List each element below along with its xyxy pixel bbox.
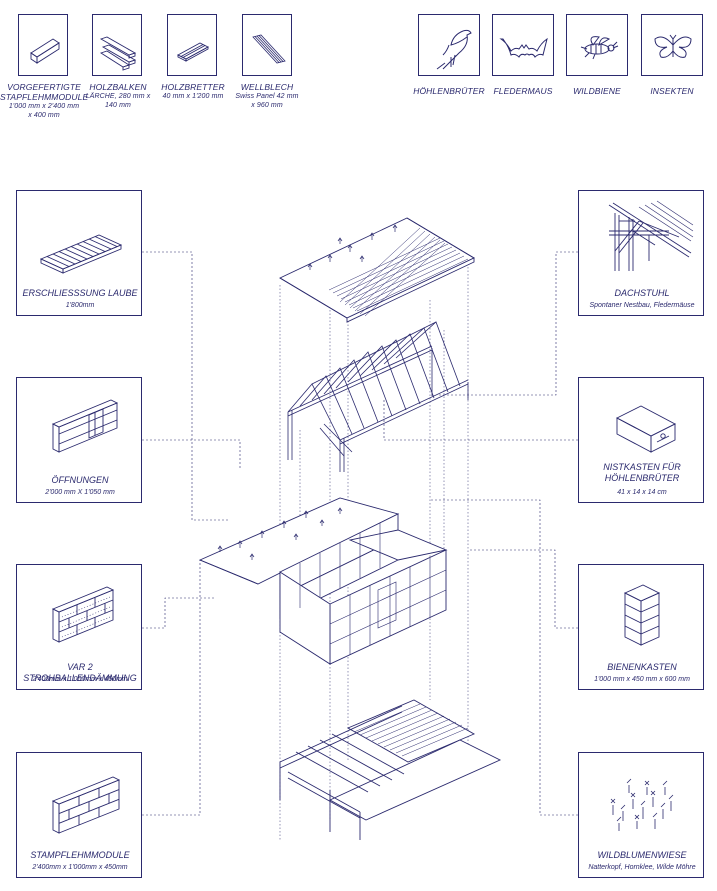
species-tile-bee — [566, 14, 628, 76]
material-spec-2: x 400 mm — [28, 112, 60, 119]
nest-box-icon — [616, 405, 676, 453]
panel-spec: 1'800mm — [65, 302, 95, 309]
material-spec-2: x 960 mm — [251, 102, 283, 109]
wall-modules — [279, 513, 448, 665]
panel-title: STAMPFLEHMMODULE — [30, 850, 130, 860]
right-panel-roof-truss: DACHSTUHL Spontaner Nestbau, Fledermäuse — [578, 190, 704, 316]
panel-title-line-2: HÖHLENBRÜTER — [604, 473, 680, 483]
wildflower-meadow-icon — [610, 778, 674, 831]
material-tile-corrugated — [242, 14, 292, 76]
panel-title: ERSCHLIESSSUNG LAUBE — [22, 288, 138, 298]
material-tile-boards — [167, 14, 217, 76]
species-tile-bat — [492, 14, 554, 76]
butterfly-icon — [654, 34, 692, 58]
deck-boards — [353, 703, 469, 757]
left-panel-walkway: ERSCHLIESSSUNG LAUBE 1'800mm — [16, 190, 142, 316]
material-spec-2: 140 mm — [105, 102, 131, 109]
panel-spec: Spontaner Nestbau, Fledermäuse — [589, 302, 695, 309]
species-label-butterfly: INSEKTEN — [650, 86, 694, 96]
material-title: WELLBLECH — [240, 82, 294, 92]
wall-joints — [299, 523, 447, 655]
left-panel-straw-insulation: VAR 2 STROHBALLENDÄMMUNG 2'400mm x 1'000… — [16, 564, 142, 690]
panel-title: ÖFFNUNGEN — [51, 475, 109, 485]
right-panel-bee-box: BIENENKASTEN 1'000 mm x 450 mm x 600 mm — [578, 564, 704, 690]
wood-boards-icon — [177, 42, 209, 62]
material-title: VORGEFERTIGTE — [7, 82, 81, 92]
material-spec: 40 mm x 1'200 mm — [162, 93, 224, 100]
material-label-prefab: VORGEFERTIGTE STAPFLEHMMODULE 1'000 mm x… — [0, 82, 88, 120]
panel-spec: 1'000 mm x 450 mm x 600 mm — [594, 676, 690, 683]
species-label-bat: FLEDERMAUS — [493, 86, 553, 96]
material-label-beams: HOLZBALKEN LÄRCHE, 280 mm x 140 mm — [80, 82, 156, 110]
panel-spec: 2'400mm x 1'000mm x 450mm — [32, 864, 128, 871]
species-label-bee: WILDBIENE — [573, 86, 621, 96]
panel-spec: 41 x 14 x 14 cm — [617, 489, 667, 496]
material-title-2: STAPFLEHMMODULE — [0, 92, 89, 102]
panel-title: VAR 2 STROHBALLENDÄMMUNG — [23, 662, 137, 683]
right-panel-nest-box: NISTKASTEN FÜR HÖHLENBRÜTER 41 x 14 x 14… — [578, 377, 704, 503]
material-label-corrugated: WELLBLECH Swiss Panel 42 mm x 960 mm — [229, 82, 305, 110]
corrugated-sheet-icon — [252, 34, 286, 64]
panel-title: DACHSTUHL — [614, 288, 670, 298]
roof-truss-icon — [608, 200, 694, 271]
truss-layer — [287, 321, 469, 472]
leader-lines — [142, 251, 578, 816]
left-panel-rammed-earth: STAMPFLEHMMODULE 2'400mm x 1'000mm x 450… — [16, 752, 142, 878]
roof-plants — [307, 224, 398, 270]
material-title: HOLZBALKEN — [89, 82, 147, 92]
material-label-boards: HOLZBRETTER 40 mm x 1'200 mm — [155, 82, 231, 101]
species-tile-butterfly — [641, 14, 703, 76]
right-panel-wildflower: WILDBLUMENWIESE Natterkopf, Hornklee, Wi… — [578, 752, 704, 878]
panel-spec: 2'400mm x 1'000mm x 450mm — [32, 676, 128, 683]
wood-beams-icon — [99, 36, 137, 71]
panel-spec: 2'000 mm X 1'050 mm — [45, 489, 115, 496]
panel-title: WILDBLUMENWIESE — [597, 850, 687, 860]
walkway-deck-icon — [39, 234, 123, 274]
species-label-bird: HÖHLENBRÜTER — [413, 86, 485, 96]
roof-corrugation — [328, 227, 469, 317]
prefab-block-icon — [30, 38, 60, 64]
foundation-layer — [279, 699, 502, 840]
panel-spec: Natterkopf, Hornklee, Wilde Möhre — [588, 864, 696, 871]
bee-box-icon — [623, 584, 661, 646]
floor-plants — [217, 507, 343, 560]
panel-title: BIENENKASTEN — [607, 662, 677, 672]
species-tile-bird — [418, 14, 480, 76]
bat-icon — [499, 37, 548, 58]
bird-icon — [436, 29, 472, 70]
panel-title: NISTKASTEN FÜR HÖHLENBRÜTER — [579, 462, 705, 484]
material-tile-beams — [92, 14, 142, 76]
rammed-earth-module-icon — [51, 776, 121, 834]
material-spec: 1'000 mm x 2'400 mm — [8, 103, 80, 110]
material-spec: Swiss Panel 42 mm — [235, 93, 299, 100]
wall-opening-icon — [51, 399, 119, 453]
material-spec: LÄRCHE, 280 mm x — [85, 93, 151, 100]
straw-insulation-icon — [51, 586, 115, 643]
panel-title-line-1: NISTKASTEN FÜR — [603, 462, 681, 472]
left-panel-openings: ÖFFNUNGEN 2'000 mm X 1'050 mm — [16, 377, 142, 503]
bee-icon — [580, 36, 619, 60]
material-tile-prefab — [18, 14, 68, 76]
material-title: HOLZBRETTER — [161, 82, 225, 92]
